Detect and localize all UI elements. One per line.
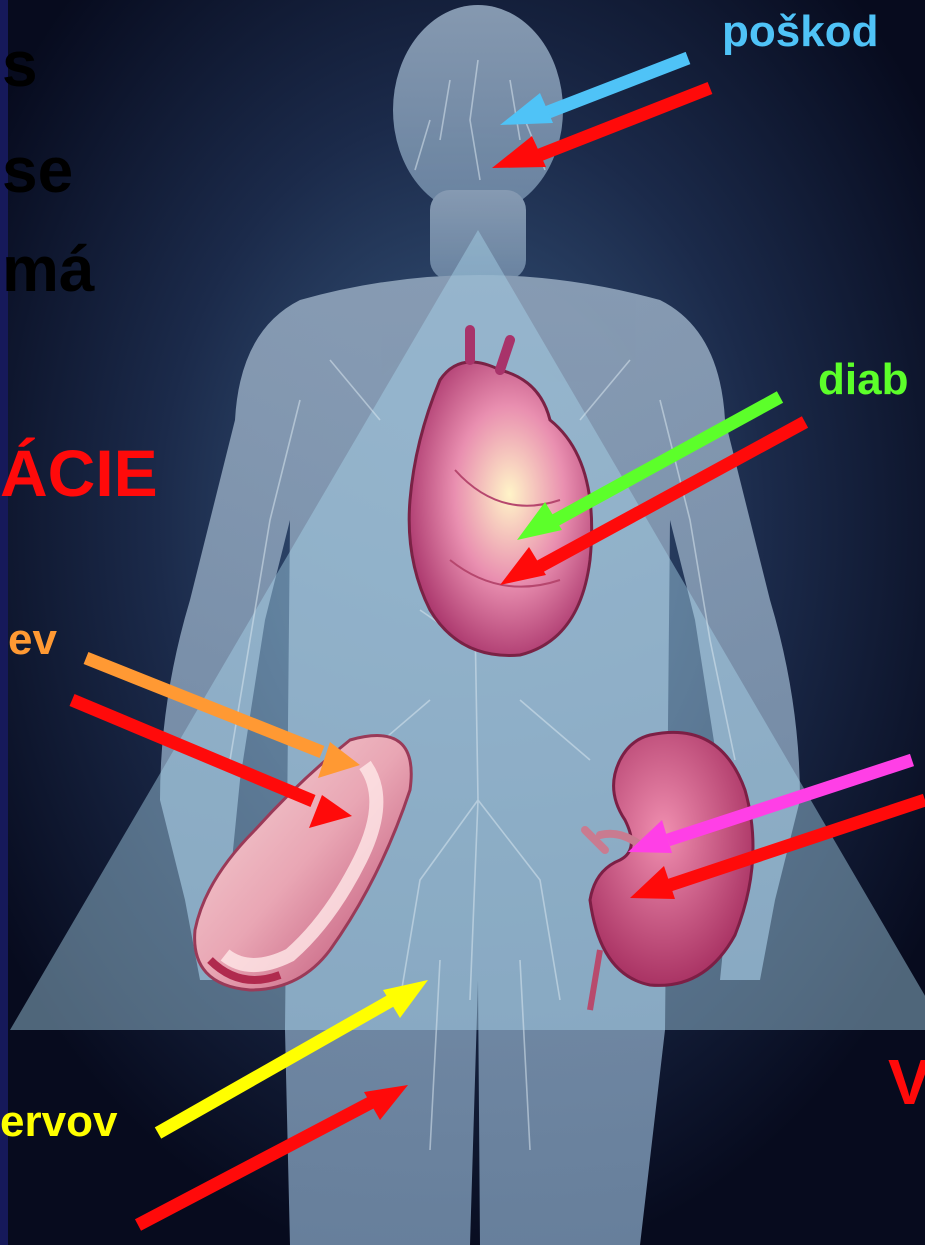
heading-line-2: se bbox=[2, 138, 73, 202]
complications-heading: ÁCIE bbox=[0, 440, 158, 506]
heading-line-3: má bbox=[2, 237, 95, 301]
label-top-right: poškod bbox=[722, 10, 878, 54]
label-upper-right: diab bbox=[818, 358, 908, 402]
label-lower-right: V bbox=[888, 1050, 925, 1114]
heading-line-1: s bbox=[2, 32, 38, 96]
label-left-mid: ev bbox=[8, 618, 57, 662]
label-bottom-left: ervov bbox=[0, 1100, 117, 1144]
